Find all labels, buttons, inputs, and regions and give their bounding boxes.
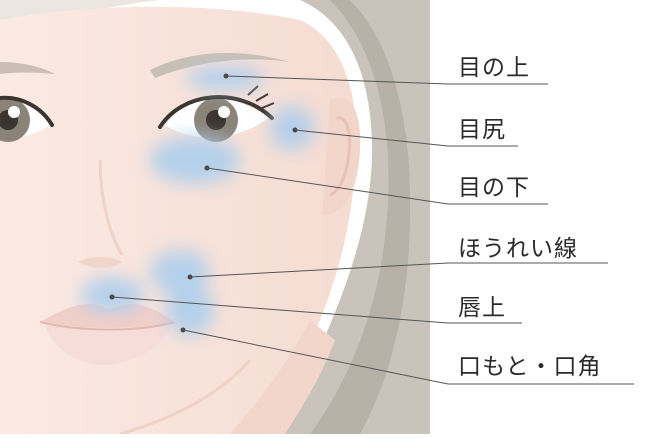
label-under-eye: 目の下 bbox=[458, 175, 530, 201]
ear-inner bbox=[329, 116, 351, 197]
highlight-zones bbox=[80, 66, 314, 336]
leader-line-4 bbox=[189, 262, 608, 278]
eyebrow-right bbox=[150, 52, 290, 78]
hair-strand bbox=[310, 0, 411, 434]
leader-lines bbox=[109, 73, 634, 385]
label-eye-corner: 目尻 bbox=[458, 117, 506, 143]
label-above-eye: 目の上 bbox=[458, 55, 530, 81]
leader-dot-2 bbox=[292, 127, 298, 133]
eyebrow-left bbox=[0, 62, 55, 74]
leader-dot-1 bbox=[223, 73, 229, 79]
eyelash-right bbox=[247, 85, 275, 109]
upper-lip bbox=[40, 303, 175, 328]
leader-line-6 bbox=[182, 329, 634, 385]
leader-line-3 bbox=[206, 167, 548, 205]
label-nasolabial: ほうれい線 bbox=[458, 236, 578, 262]
label-above-lip: 唇上 bbox=[458, 295, 506, 321]
eyelid-right bbox=[158, 95, 274, 129]
leader-dot-4 bbox=[187, 274, 193, 280]
leader-line-5 bbox=[111, 296, 522, 324]
eyelid-left bbox=[0, 95, 54, 127]
leader-line-2 bbox=[294, 129, 518, 147]
label-mouth-corner: 口もと・口角 bbox=[458, 354, 602, 380]
leader-line-1 bbox=[225, 75, 548, 85]
ear bbox=[322, 97, 361, 215]
leader-dot-3 bbox=[204, 165, 210, 171]
lower-lip bbox=[45, 325, 172, 365]
leader-dot-5 bbox=[109, 294, 115, 300]
hair-left-top bbox=[0, 0, 160, 40]
leader-dot-6 bbox=[180, 327, 186, 333]
nose bbox=[78, 256, 122, 268]
neck bbox=[230, 320, 335, 434]
